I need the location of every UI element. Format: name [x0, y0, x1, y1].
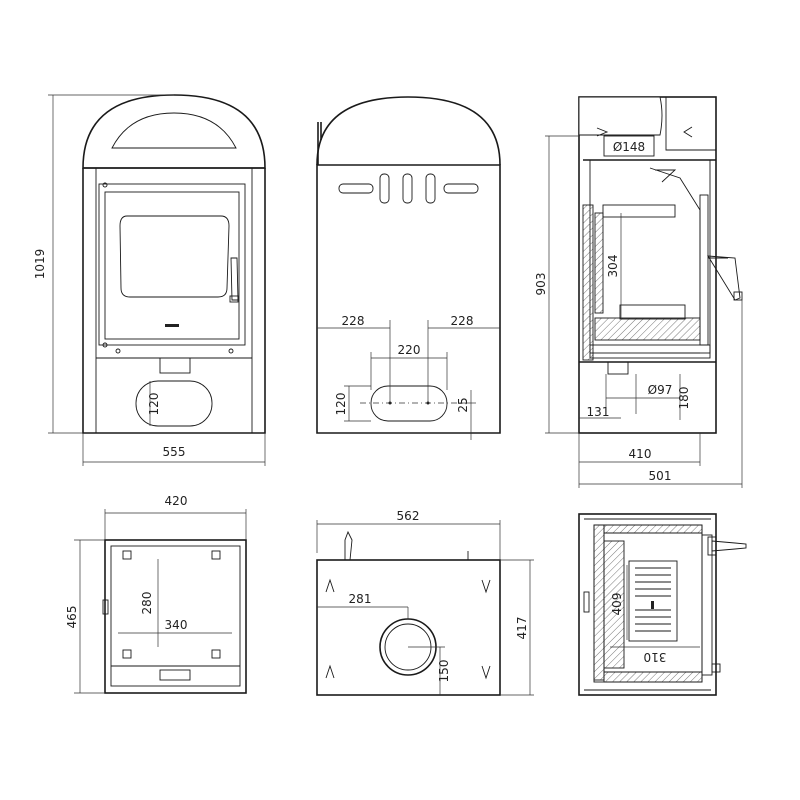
section-depth-label: 410 [629, 447, 652, 461]
section-view: Ø148 Ø97 180 131 304 903 4 [534, 96, 743, 488]
section-height-label: 903 [534, 273, 548, 296]
top-b-width-label: 562 [397, 509, 420, 523]
top-a-inner-width-label: 340 [165, 618, 188, 632]
side-offset-left-label: 228 [342, 314, 365, 328]
top-a-width-label: 420 [165, 494, 188, 508]
top-a-inner-depth-label: 280 [140, 592, 154, 615]
section-total-depth-label: 501 [649, 469, 672, 483]
top-a-depth-label: 465 [65, 606, 79, 629]
top-b-flue-offset-label: 281 [349, 592, 372, 606]
top-view-b: 281 150 562 417 [316, 509, 534, 696]
front-width-label: 555 [163, 445, 186, 459]
top-view-a: 280 340 420 465 [65, 494, 247, 694]
front-view: 120 555 1019 [33, 94, 266, 466]
front-ash-opening-label: 120 [147, 393, 161, 416]
section-inlet-height-label: 180 [677, 387, 691, 410]
section-inlet-offset-label: 131 [587, 405, 610, 419]
section-chamber-height-label: 304 [606, 255, 620, 278]
front-height-label: 1019 [33, 249, 47, 280]
side-view: 228 228 220 120 25 [316, 96, 501, 440]
side-opening-height-label: 120 [334, 393, 348, 416]
section-flue-diameter-label: Ø148 [613, 140, 645, 154]
plan-section: 409 310 [578, 513, 747, 696]
side-spacing-label: 220 [398, 343, 421, 357]
side-offset-right-label: 228 [451, 314, 474, 328]
plan-inner-width-label: 310 [644, 650, 667, 664]
section-air-inlet-label: Ø97 [648, 383, 673, 397]
top-b-flue-edge-label: 150 [437, 660, 451, 683]
side-center-offset-label: 25 [456, 397, 470, 412]
plan-inner-depth-label: 409 [610, 593, 624, 616]
top-b-depth-label: 417 [515, 617, 529, 640]
